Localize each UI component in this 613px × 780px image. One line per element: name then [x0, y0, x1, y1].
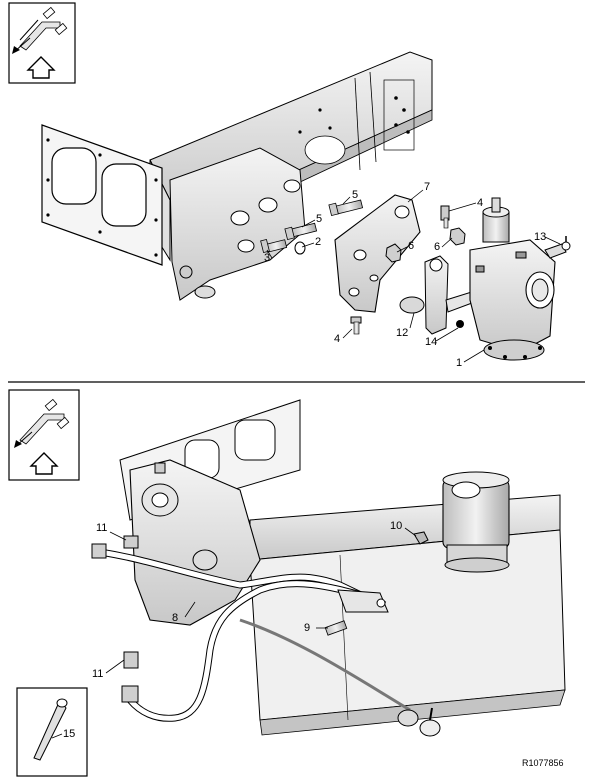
- leader-lines-top: [266, 189, 561, 363]
- callout-1: 1: [456, 357, 462, 369]
- vehicle-direction-arrow-icon: [14, 398, 70, 475]
- nut-6-right: [449, 227, 466, 246]
- callout-8: 8: [172, 612, 178, 624]
- hose-fitting-lower: [121, 685, 139, 703]
- bolt-4-upper: [440, 205, 450, 229]
- callout-6-left: 6: [408, 240, 414, 252]
- fitting-13: [544, 236, 571, 259]
- plug-10: [413, 531, 429, 545]
- vehicle-direction-arrow-icon: [12, 6, 68, 79]
- bolt-9: [324, 620, 348, 636]
- bolt-3: [260, 238, 288, 254]
- plug-11-lower: [123, 651, 139, 669]
- tie-rod-end: [397, 707, 441, 737]
- banjo-union: [337, 589, 389, 613]
- bolts-and-washers: [260, 199, 364, 255]
- callouts-bottom: 11 10 8 9 11 15: [63, 520, 402, 740]
- top-panel: 7 5 4 5 13 2 3 6 6 4 12 14 1: [8, 2, 571, 369]
- cable-tie-icon: [33, 698, 68, 761]
- bottom-panel: 11 10 8 9 11 15 R1077856: [8, 389, 566, 777]
- callout-3: 3: [264, 252, 270, 264]
- top-orientation-box: [8, 2, 76, 84]
- figure-reference: R1077856: [522, 758, 564, 768]
- pitman-arm-12: [399, 255, 481, 335]
- callout-4-lower: 4: [334, 333, 340, 345]
- leader-lines-bottom: [51, 527, 417, 739]
- callout-5-upper: 5: [352, 189, 358, 201]
- callout-11-lower: 11: [92, 668, 103, 680]
- callout-9: 9: [304, 622, 310, 634]
- callout-7: 7: [424, 181, 430, 193]
- callout-14: 14: [425, 336, 437, 348]
- frame-bracket-casting: [169, 147, 306, 301]
- plug-14: [456, 320, 464, 328]
- callout-6-right: 6: [434, 241, 440, 253]
- bolt-5-upper: [328, 199, 364, 217]
- power-steering-reservoir: [442, 471, 510, 573]
- bottom-orientation-box: [8, 389, 80, 481]
- callout-11-upper: 11: [96, 522, 107, 534]
- callout-10: 10: [390, 520, 402, 532]
- callout-15: 15: [63, 728, 75, 740]
- washer-2: [294, 241, 306, 255]
- callout-5-lower: 5: [316, 213, 322, 225]
- callouts-top: 7 5 4 5 13 2 3 6 6 4 12 14 1: [264, 181, 546, 369]
- callout-2: 2: [315, 236, 321, 248]
- cross-member-plate: [41, 124, 163, 266]
- bolt-4-lower: [350, 316, 362, 335]
- mounting-bracket-7: [334, 194, 421, 313]
- callout-13: 13: [534, 231, 546, 243]
- bolt-5-lower: [284, 222, 318, 241]
- callout-4-upper: 4: [477, 197, 483, 209]
- plug-11-upper: [123, 535, 139, 549]
- hose-fitting-left: [91, 543, 107, 559]
- tool-box: [16, 687, 88, 777]
- nut-6-left: [385, 243, 402, 263]
- steering-gear-1: [469, 197, 556, 361]
- callout-12: 12: [396, 327, 408, 339]
